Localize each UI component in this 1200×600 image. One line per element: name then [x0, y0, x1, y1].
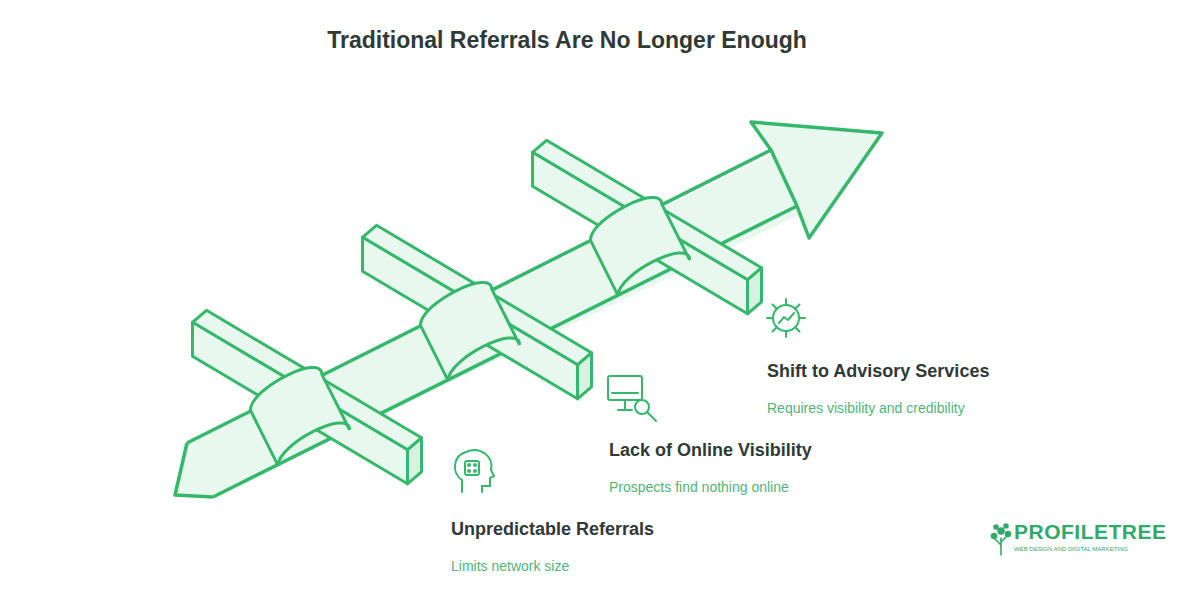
visibility-icon: [608, 376, 656, 421]
logo-tree: [992, 524, 1011, 555]
step-heading: Shift to Advisory Services: [767, 361, 989, 382]
ribbon-hump: [590, 198, 689, 296]
step-heading: Lack of Online Visibility: [609, 440, 812, 461]
block-face: [748, 268, 762, 314]
ribbon-arrow: [175, 122, 882, 497]
block-face: [363, 237, 578, 398]
block-face: [533, 152, 748, 313]
gear-icon: [767, 299, 805, 337]
ribbon-hump: [250, 368, 349, 466]
logo-tagline: WEB DESIGN AND DIGITAL MARKETING: [1014, 546, 1128, 552]
step-description: Prospects find nothing online: [609, 479, 789, 495]
referral-icon: [455, 450, 494, 492]
step-description: Limits network size: [451, 558, 569, 574]
diagram-title: Traditional Referrals Are No Longer Enou…: [327, 27, 807, 54]
block-face: [408, 438, 422, 484]
ribbon-hump: [420, 283, 519, 381]
step-blocks: [193, 140, 762, 484]
logo-wordmark: PROFILETREE: [1014, 520, 1167, 544]
step-heading: Unpredictable Referrals: [451, 519, 654, 540]
step-description: Requires visibility and credibility: [767, 400, 965, 416]
block-face: [578, 353, 592, 399]
block-face: [193, 322, 408, 484]
